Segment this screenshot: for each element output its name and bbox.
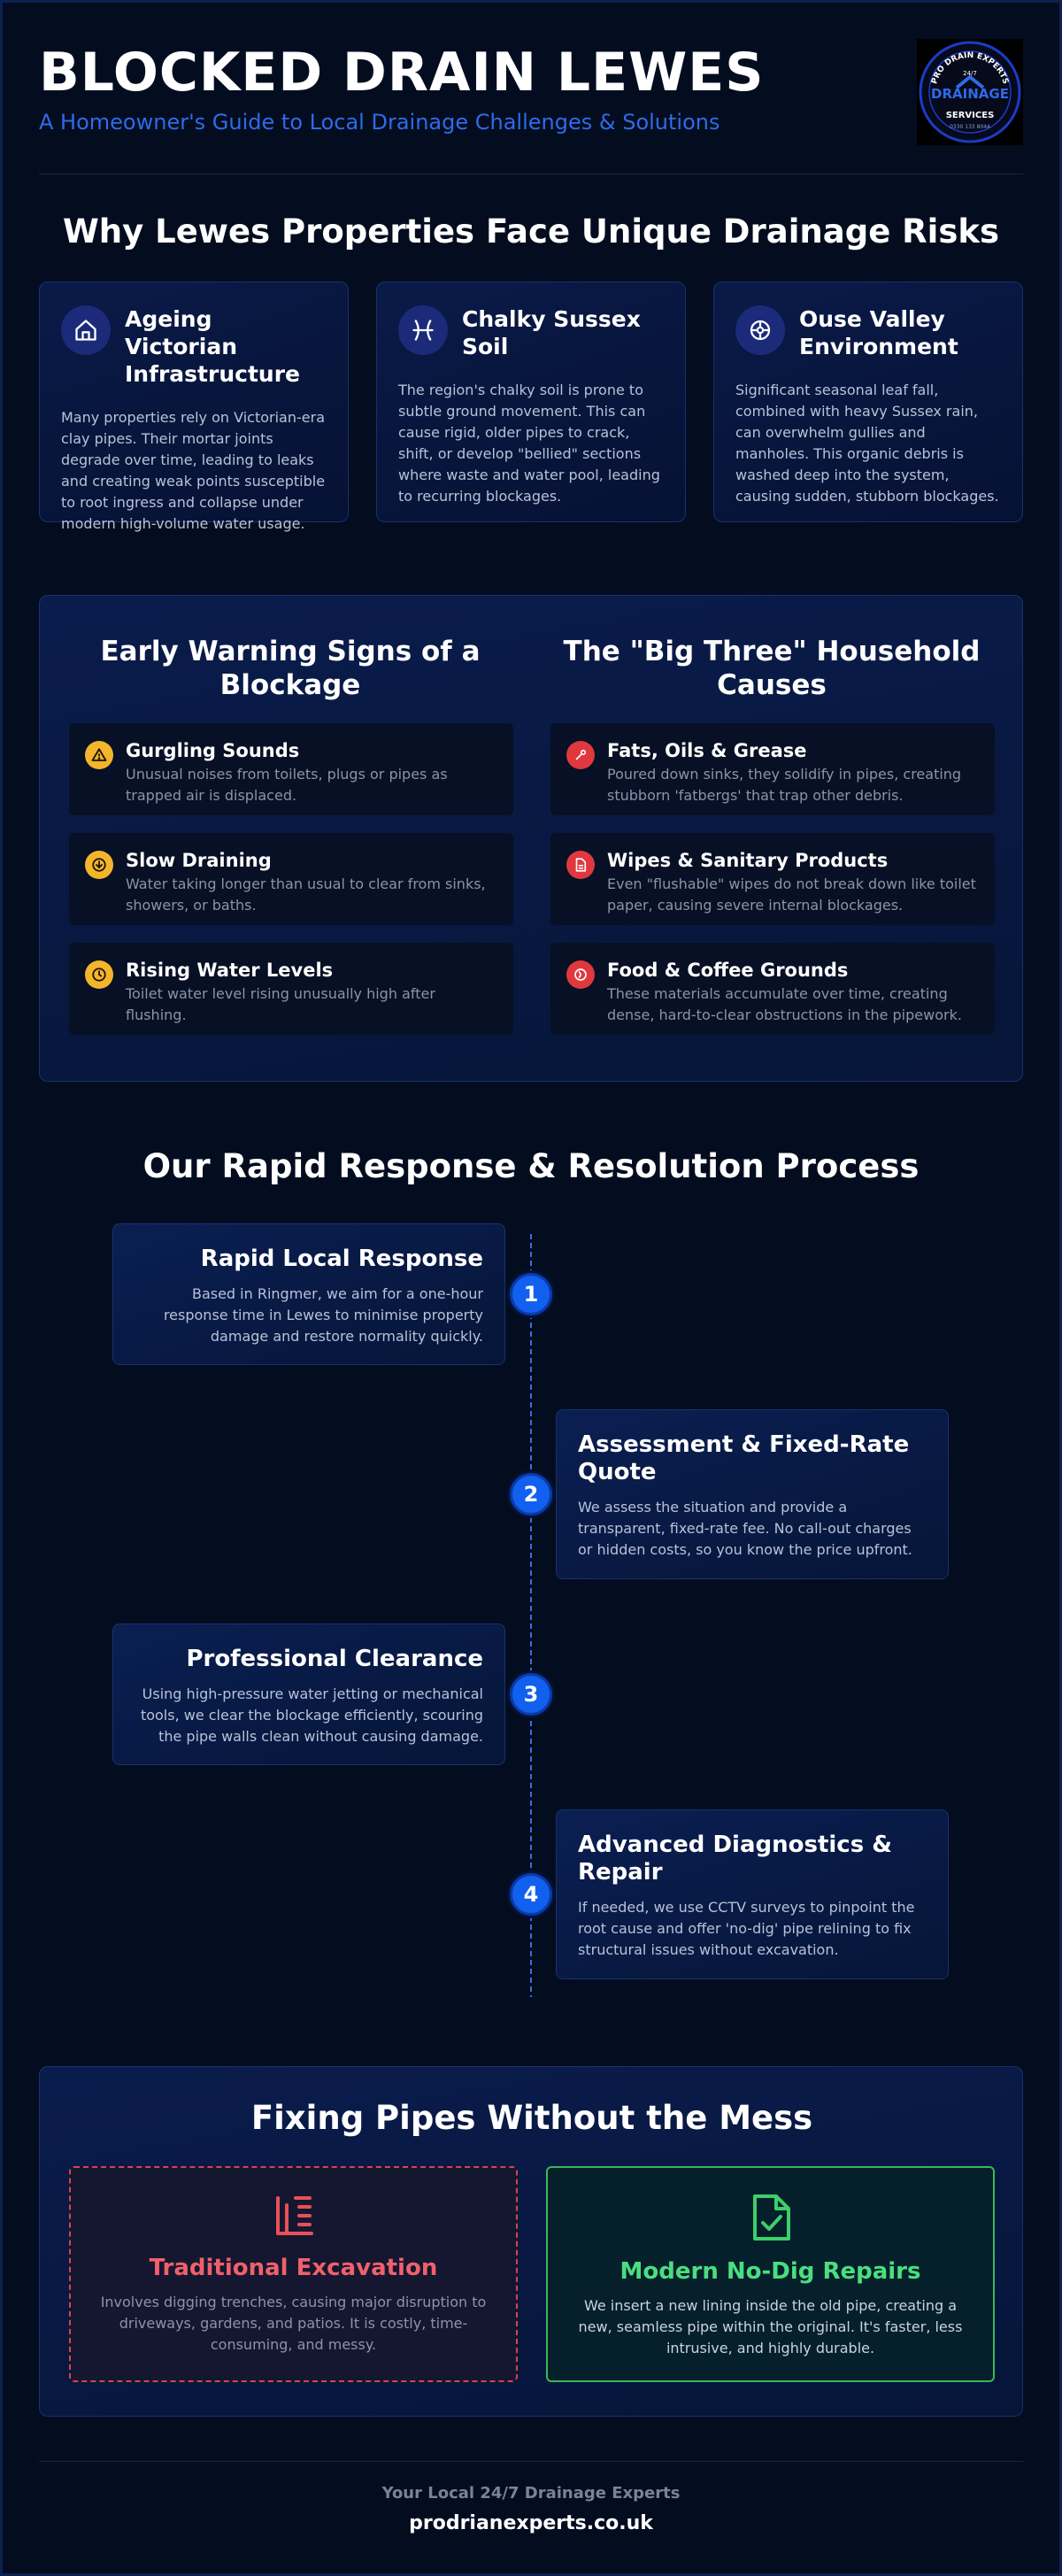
footer-website-link[interactable]: prodrianexperts.co.uk [409,2512,653,2534]
compare-good-title: Modern No-Dig Repairs [620,2258,921,2285]
excavation-icon [275,2196,313,2235]
food-icon [566,960,595,989]
step-number: 4 [510,1873,552,1916]
no-dig-repairs-box: Modern No-Dig Repairs We insert a new li… [546,2166,995,2382]
process-step-card: Advanced Diagnostics & Repair If needed,… [556,1809,949,1979]
document-icon [566,851,595,879]
risk-title: Ouse Valley Environment [799,306,958,359]
step-title: Rapid Local Response [200,1246,483,1272]
process-section-title: Our Rapid Response & Resolution Process [142,1147,920,1185]
cause-text: These materials accumulate over time, cr… [607,985,962,1023]
step-text: Based in Ringmer, we aim for a one-hour … [163,1285,483,1345]
cause-item: Wipes & Sanitary Products Even "flushabl… [550,833,995,925]
risk-title: Chalky Sussex Soil [462,306,641,359]
traditional-excavation-box: Traditional Excavation Involves digging … [69,2166,518,2382]
footer-tagline: Your Local 24/7 Drainage Experts [381,2484,681,2503]
risk-text: The region's chalky soil is prone to sub… [398,382,660,505]
sign-text: Toilet water level rising unusually high… [126,985,435,1023]
arrow-down-icon [85,851,113,879]
step-number: 3 [510,1673,552,1716]
cause-title: Wipes & Sanitary Products [607,850,889,871]
cause-title: Food & Coffee Grounds [607,960,849,981]
process-step-card: Professional Clearance Using high-pressu… [112,1623,505,1765]
company-logo: PRO DRAIN EXPERTS 24/7 DRAINAGE SERVICES… [917,39,1023,145]
risk-title: Ageing Victorian Infrastructure [125,306,300,387]
process-step-card: Rapid Local Response Based in Ringmer, w… [112,1223,505,1365]
svg-text:24/7: 24/7 [963,70,977,77]
signs-title: Early Warning Signs of a Blockage [100,636,481,701]
sign-text: Water taking longer than usual to clear … [126,875,486,914]
footer-divider [39,2461,1023,2462]
compare-panel: Fixing Pipes Without the Mess Traditiona… [39,2066,1023,2417]
svg-text:0330 133 8044: 0330 133 8044 [950,124,990,130]
compare-title: Fixing Pipes Without the Mess [250,2099,813,2137]
sign-title: Rising Water Levels [126,960,334,981]
step-number: 1 [510,1273,552,1315]
step-title: Assessment & Fixed-Rate Quote [578,1431,910,1485]
document-check-icon [752,2194,790,2241]
causes-title: The "Big Three" Household Causes [563,636,981,701]
risks-section-title: Why Lewes Properties Face Unique Drainag… [62,212,1000,251]
grease-icon [566,741,595,769]
sign-title: Slow Draining [126,850,272,871]
risk-card-ouse: Ouse Valley Environment Significant seas… [713,282,1023,522]
svg-text:DRAINAGE: DRAINAGE [931,86,1009,102]
compare-good-text: We insert a new lining inside the old pi… [578,2297,963,2356]
warning-icon [85,741,113,769]
cause-title: Fats, Oils & Grease [607,740,807,761]
risk-text: Significant seasonal leaf fall, combined… [735,382,999,505]
cause-text: Even "flushable" wipes do not break down… [607,875,976,914]
step-text: If needed, we use CCTV surveys to pinpoi… [578,1899,915,1958]
sign-item: Slow Draining Water taking longer than u… [69,833,513,925]
sign-title: Gurgling Sounds [126,740,300,761]
sign-item: Rising Water Levels Toilet water level r… [69,943,513,1035]
clock-icon [85,960,113,989]
house-icon [61,305,111,355]
page-title: BLOCKED DRAIN LEWES [39,42,765,104]
ground-shift-icon [398,305,448,355]
compare-bad-text: Involves digging trenches, causing major… [100,2294,487,2353]
cause-item: Food & Coffee Grounds These materials ac… [550,943,995,1035]
timeline-line [530,1234,532,1997]
leaf-debris-icon [735,305,785,355]
header: BLOCKED DRAIN LEWES A Homeowner's Guide … [39,39,1023,172]
compare-bad-title: Traditional Excavation [149,2255,438,2281]
step-title: Advanced Diagnostics & Repair [578,1832,892,1886]
risk-card-victorian: Ageing Victorian Infrastructure Many pro… [39,282,349,532]
risk-text: Many properties rely on Victorian-era cl… [61,409,326,532]
page-subtitle: A Homeowner's Guide to Local Drainage Ch… [39,110,720,135]
step-text: We assess the situation and provide a tr… [578,1499,912,1558]
signs-causes-panel: Early Warning Signs of a Blockage The "B… [39,595,1023,1082]
cause-text: Poured down sinks, they solidify in pipe… [607,766,962,804]
step-title: Professional Clearance [186,1646,483,1672]
sign-item: Gurgling Sounds Unusual noises from toil… [69,723,513,815]
drainage-logo-icon: PRO DRAIN EXPERTS 24/7 DRAINAGE SERVICES… [919,41,1021,143]
step-number: 2 [510,1473,552,1516]
risk-card-soil: Chalky Sussex Soil The region's chalky s… [376,282,686,522]
step-text: Using high-pressure water jetting or mec… [140,1685,483,1745]
svg-text:SERVICES: SERVICES [946,111,995,120]
cause-item: Fats, Oils & Grease Poured down sinks, t… [550,723,995,815]
sign-text: Unusual noises from toilets, plugs or pi… [126,766,448,804]
process-step-card: Assessment & Fixed-Rate Quote We assess … [556,1409,949,1579]
